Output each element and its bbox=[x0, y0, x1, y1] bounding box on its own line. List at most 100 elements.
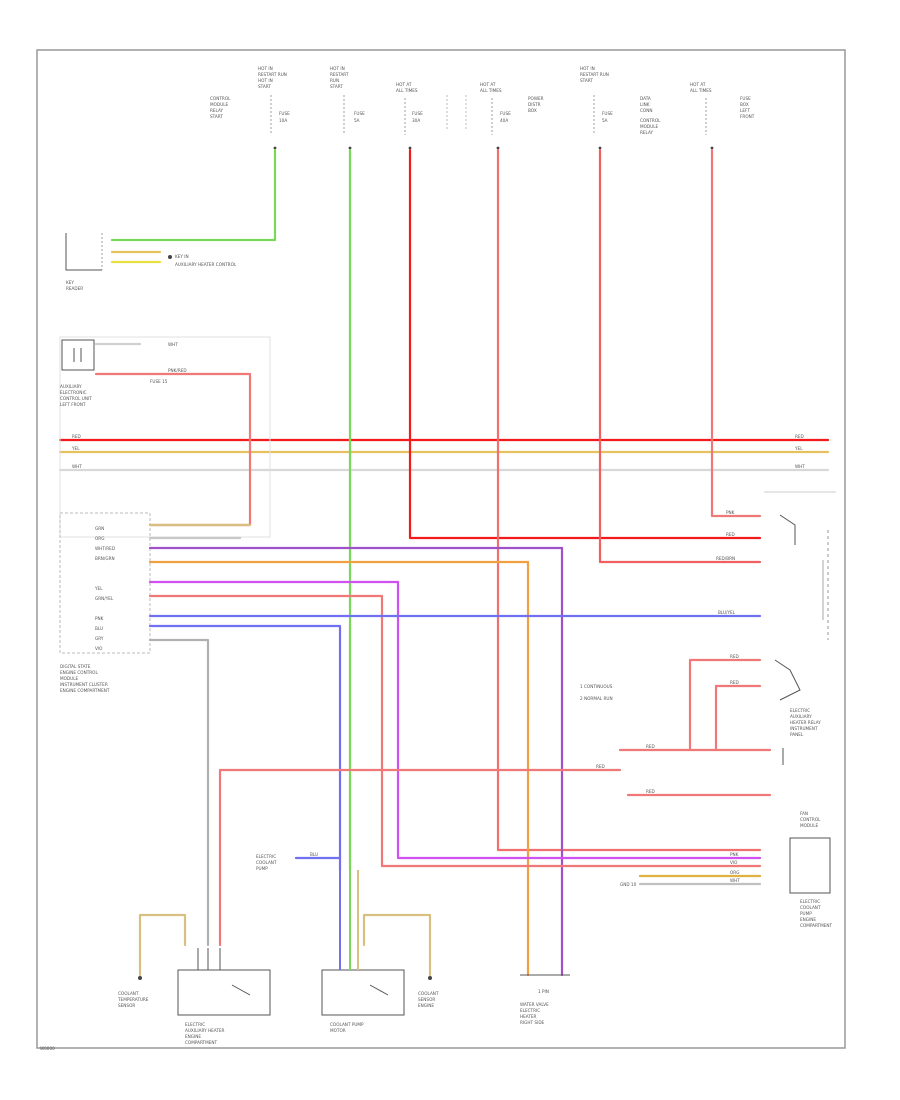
sensor-left-label-2: TEMPERATURE bbox=[117, 997, 149, 1002]
ecm-pin-9: GRY bbox=[95, 636, 104, 641]
sensor-left-label-3: SENSOR bbox=[118, 1003, 135, 1008]
svg-text:30A: 30A bbox=[412, 118, 420, 123]
bus-label-bot: WHT bbox=[72, 464, 82, 469]
connector-label-3: PUMP bbox=[800, 911, 812, 916]
motor-mid-label-2: MOTOR bbox=[330, 1028, 346, 1033]
fuse-header-5: HOT IN RESTART RUN START FUSE 5A DATA LI… bbox=[580, 66, 661, 150]
connector-label-1: ELECTRIC bbox=[800, 899, 820, 904]
svg-text:RELAY: RELAY bbox=[210, 108, 224, 113]
bus-label-top: RED bbox=[72, 434, 81, 439]
motor-left-label-3: ENGINE bbox=[185, 1034, 201, 1039]
svg-text:RED: RED bbox=[646, 744, 655, 749]
aux-unit-label-3: CONTROL UNIT bbox=[60, 396, 92, 401]
svg-text:CONTROL: CONTROL bbox=[210, 96, 231, 101]
svg-text:GND 10: GND 10 bbox=[620, 882, 637, 887]
svg-text:RED: RED bbox=[726, 532, 735, 537]
mid-cross-wires: RED RED RED FAN CONTROL MODULE bbox=[218, 744, 821, 947]
note-3b: BOX bbox=[740, 102, 749, 107]
motor-left-label-1: ELECTRIC bbox=[185, 1022, 205, 1027]
sensor-left-label-1: COOLANT bbox=[118, 991, 139, 996]
svg-text:1 PIN: 1 PIN bbox=[538, 989, 549, 994]
fuse-label-2a: HOT IN bbox=[330, 66, 345, 71]
fuse-header-1: HOT IN RESTART RUN HOT IN START CONTROL … bbox=[210, 66, 290, 150]
fuse-label-3b: ALL TIMES bbox=[396, 88, 418, 93]
svg-text:KEY IN: KEY IN bbox=[175, 254, 189, 259]
motor-left-label-4: COMPARTMENT bbox=[185, 1040, 218, 1045]
svg-text:YEL: YEL bbox=[794, 446, 803, 451]
svg-text:PNK/RED: PNK/RED bbox=[168, 368, 187, 373]
svg-text:RED: RED bbox=[795, 434, 804, 439]
svg-text:FUSE: FUSE bbox=[602, 111, 613, 116]
ecm-pin-10: VIO bbox=[95, 646, 103, 651]
key-reader-label-2: READER bbox=[66, 286, 83, 291]
svg-text:FUSE 15: FUSE 15 bbox=[150, 379, 168, 384]
relay1-label-1: ELECTRIC bbox=[790, 708, 810, 713]
ecm-label-1: DIGITAL STATE bbox=[60, 664, 91, 669]
svg-text:5A: 5A bbox=[354, 118, 360, 123]
fuse-label-1b: RESTART RUN bbox=[258, 72, 287, 77]
svg-text:AUXILIARY HEATER CONTROL: AUXILIARY HEATER CONTROL bbox=[175, 262, 237, 267]
connector-label-2: COOLANT bbox=[800, 905, 821, 910]
motor-left-label-2: AUXILIARY HEATER bbox=[185, 1028, 225, 1033]
svg-text:FUSE: FUSE bbox=[354, 111, 365, 116]
svg-text:RED/BRN: RED/BRN bbox=[716, 556, 735, 561]
svg-text:START: START bbox=[210, 114, 223, 119]
svg-text:MODULE: MODULE bbox=[640, 124, 659, 129]
bottom-left-motor: ELECTRIC AUXILIARY HEATER ENGINE COMPART… bbox=[177, 948, 271, 1045]
svg-text:MODULE: MODULE bbox=[210, 102, 229, 107]
fuse-label-3a: HOT AT bbox=[396, 82, 412, 87]
svg-text:BLU/YEL: BLU/YEL bbox=[718, 610, 736, 615]
fuse-label-2d: START bbox=[330, 84, 343, 89]
motor-mid-label-1: COOLANT PUMP bbox=[330, 1022, 364, 1027]
fuse-label-2b: RESTART bbox=[330, 72, 349, 77]
note-3d: FRONT bbox=[740, 114, 755, 119]
svg-text:FUSE: FUSE bbox=[412, 111, 423, 116]
relay2-label-1: FAN bbox=[800, 811, 808, 816]
note-1c: BOX bbox=[528, 108, 537, 113]
ecm-pin-8: BLU bbox=[95, 626, 103, 631]
ecm-pin-2: ORG bbox=[95, 536, 104, 541]
ecm-pin-5: YEL bbox=[94, 586, 103, 591]
ecm-pin-3: WHT/RED bbox=[95, 546, 115, 551]
svg-text:RED: RED bbox=[646, 789, 655, 794]
fuse-header-2: HOT IN RESTART RUN START FUSE 5A bbox=[330, 66, 365, 150]
valve-label-1: WATER VALVE bbox=[520, 1002, 549, 1007]
coolant-pump-ground: ELECTRIC COOLANT PUMP BLU bbox=[256, 852, 342, 871]
key-reader-label-1: KEY bbox=[66, 280, 74, 285]
valve-label-3: HEATER bbox=[520, 1014, 537, 1019]
relay1-label-3: HEATER RELAY bbox=[790, 720, 821, 725]
svg-text:WHT: WHT bbox=[795, 464, 805, 469]
ecm-label-2: ENGINE CONTROL bbox=[60, 670, 98, 675]
note-3c: LEFT bbox=[740, 108, 750, 113]
valve-label-4: RIGHT SIDE bbox=[520, 1020, 545, 1025]
diagram-border bbox=[36, 49, 846, 1049]
note-3a: FUSE bbox=[740, 96, 751, 101]
bottom-mid-sensor: COOLANT SENSOR ENGINE bbox=[362, 913, 439, 1008]
fuse-label-1d: START bbox=[258, 84, 271, 89]
note-1a: POWER bbox=[528, 96, 544, 101]
aux-unit-label-2: ELECTRONIC bbox=[60, 390, 87, 395]
note-2b: LINK bbox=[640, 102, 650, 107]
note-2a: DATA bbox=[640, 96, 651, 101]
fuse-header-3: HOT AT ALL TIMES FUSE 30A bbox=[396, 82, 467, 150]
ecm-pin-1: GRN bbox=[95, 526, 104, 531]
svg-text:RED: RED bbox=[730, 680, 739, 685]
fuse-label-2c: RUN bbox=[330, 78, 339, 83]
relay2-label-3: MODULE bbox=[800, 823, 819, 828]
ecm-label-4: INSTRUMENT CLUSTER bbox=[60, 682, 108, 687]
relay-block-2: RED RED 1 CONTINUOUS 2 NORMAL RUN ELECTR… bbox=[580, 654, 821, 752]
svg-text:WHT: WHT bbox=[730, 878, 740, 883]
bottom-valve: 1 PIN WATER VALVE ELECTRIC HEATER RIGHT … bbox=[520, 974, 570, 1025]
svg-text:FUSE: FUSE bbox=[500, 111, 511, 116]
key-reader: KEY IN AUXILIARY HEATER CONTROL KEY READ… bbox=[65, 233, 237, 291]
legend-item-1: 1 CONTINUOUS bbox=[580, 684, 613, 689]
ecm-label-3: MODULE bbox=[60, 676, 79, 681]
feed-wires bbox=[110, 148, 762, 872]
legend-item-2: 2 NORMAL RUN bbox=[580, 696, 613, 701]
svg-text:RELAY: RELAY bbox=[640, 130, 654, 135]
ground-label-1: ELECTRIC bbox=[256, 854, 276, 859]
fuse-label-1a: HOT IN bbox=[258, 66, 273, 71]
aux-control-unit: WHT PNK/RED FUSE 15 AUXILIARY ELECTRONIC… bbox=[59, 336, 271, 538]
svg-text:10A: 10A bbox=[279, 118, 287, 123]
